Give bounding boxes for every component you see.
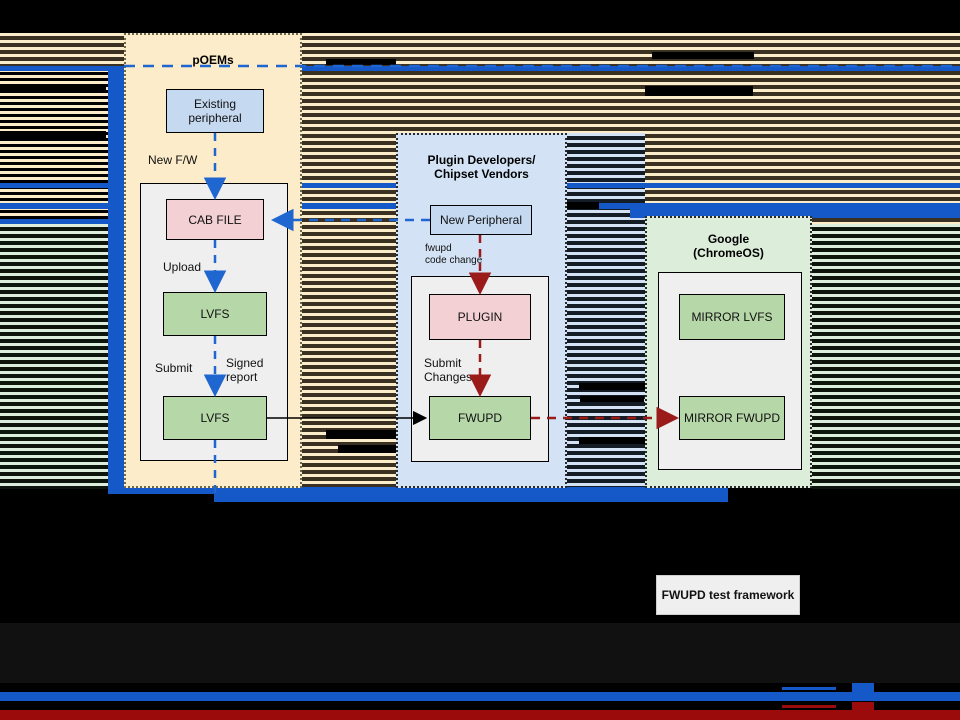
artifact-black-block-10 (0, 84, 106, 91)
artifact-black-block-11 (0, 131, 106, 138)
artifact-legend-blue-bar (0, 692, 960, 701)
artifact-cream-smear-strip (0, 69, 108, 224)
artifact-green-smear-right (812, 224, 960, 489)
artifact-black-block-3 (326, 59, 396, 65)
node-fwupd[interactable]: FWUPD (429, 396, 531, 440)
artifact-bottom-dark (0, 623, 960, 683)
artifact-blue-flood-left (0, 69, 124, 224)
artifact-top-black-band (0, 0, 960, 33)
artifact-black-block-9 (338, 445, 396, 453)
edge-label-signed-report: Signed report (226, 356, 264, 384)
edge-label-fwupd-code-change: fwupd code change (425, 243, 483, 266)
artifact-cream-over-blue (0, 69, 108, 219)
artifact-blue-bar-bottom-1 (108, 487, 728, 494)
artifact-cream-smear-top-right (726, 33, 960, 224)
node-mirror-fwupd[interactable]: MIRROR FWUPD (679, 396, 785, 440)
artifact-legend-red-bar (0, 710, 960, 720)
artifact-blue-smear-mid (567, 133, 645, 488)
artifact-black-block-5 (579, 383, 645, 390)
node-cab-file[interactable]: CAB FILE (166, 199, 264, 240)
node-plugin[interactable]: PLUGIN (429, 294, 531, 340)
artifact-legend-blue-swatch (852, 683, 874, 701)
artifact-black-block-7 (579, 437, 645, 444)
panel-poems-title: pOEMs (192, 53, 234, 67)
node-mirror-lvfs[interactable]: MIRROR LVFS (679, 294, 785, 340)
artifact-legend-red-swatch (852, 702, 874, 720)
artifact-blue-smear-mid2 (567, 133, 645, 224)
node-existing-peripheral[interactable]: Existing peripheral (166, 89, 264, 133)
panel-plugin-title: Plugin Developers/ Chipset Vendors (427, 153, 536, 181)
node-lvfs-report[interactable]: LVFS (163, 396, 267, 440)
artifact-black-block-2 (645, 86, 753, 96)
artifact-legend-blue-line (782, 687, 836, 690)
node-fwupd-test-framework[interactable]: FWUPD test framework (656, 575, 800, 615)
artifact-legend-red-line (782, 705, 836, 708)
edge-label-submit-changes: Submit Changes (424, 356, 473, 384)
panel-google-title: Google (ChromeOS) (693, 232, 764, 260)
artifact-blue-column-left (108, 69, 124, 489)
artifact-green-smear-left (0, 224, 108, 489)
node-lvfs-upload[interactable]: LVFS (163, 292, 267, 336)
node-new-peripheral[interactable]: New Peripheral (430, 205, 532, 235)
artifact-black-block-8 (326, 430, 396, 439)
edge-label-new-fw: New F/W (148, 153, 198, 167)
edge-label-upload: Upload (163, 260, 202, 274)
artifact-black-block-6 (580, 396, 644, 402)
artifact-blue-bar-bottom-2 (214, 494, 728, 502)
edge-label-submit: Submit (155, 361, 193, 375)
artifact-black-block-1 (652, 52, 754, 59)
artifact-cream-smear-left (0, 33, 124, 69)
artifact-bottom-black (0, 489, 960, 720)
